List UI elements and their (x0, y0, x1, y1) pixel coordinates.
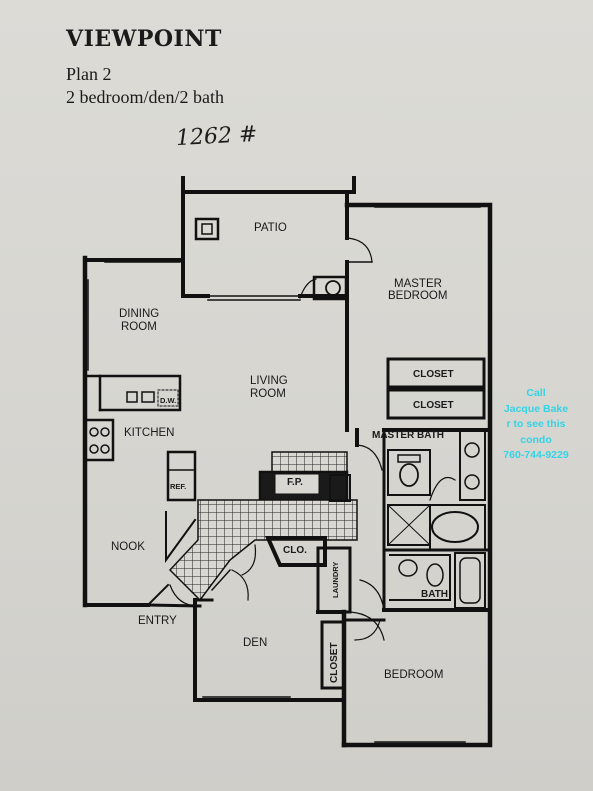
label-master-bath: MASTER BATH (372, 430, 444, 441)
refrigerator-box (166, 450, 197, 502)
note-line-3: r to see this (506, 418, 566, 430)
label-bedroom: BEDROOM (384, 669, 443, 681)
vanity-counter (459, 429, 486, 501)
stove-icon (126, 391, 138, 403)
note-phone: 760-744-9229 (503, 449, 569, 461)
plan-title: VIEWPOINT (66, 26, 222, 52)
burner-icon (89, 427, 99, 437)
label-master-1: MASTER (394, 278, 442, 290)
patio-wall (181, 176, 356, 194)
label-dining-1: DINING (119, 308, 159, 320)
plan-layout: 2 bedroom/den/2 bath (66, 87, 224, 107)
label-bedroom-closet: CLOSET (329, 642, 340, 683)
label-master-2: BEDROOM (388, 290, 447, 302)
label-ref: REF. (170, 482, 186, 491)
label-den: DEN (243, 637, 267, 649)
hearth-tile (271, 451, 348, 473)
note-line-2: Jacque Bake (503, 402, 569, 415)
bedroom-door (354, 619, 381, 641)
entry-tile (168, 499, 358, 602)
label-dining-2: ROOM (121, 321, 157, 333)
water-heater-icon (325, 280, 341, 296)
patio-post-icon (194, 217, 220, 241)
den-door (231, 569, 249, 601)
closet-box-1 (386, 357, 486, 389)
toilet-icon (399, 463, 419, 487)
label-closet-2: CLOSET (413, 400, 454, 411)
small-closet (264, 536, 327, 567)
sink-icon (464, 442, 480, 458)
label-kitchen: KITCHEN (124, 427, 174, 439)
plan-number: Plan 2 (66, 64, 112, 84)
master-bedroom-door (346, 237, 373, 263)
exterior-wall-east (341, 202, 493, 748)
label-lin: LIN. (332, 484, 346, 493)
note-line-4: condo (520, 433, 552, 446)
label-clo: CLO. (283, 545, 307, 556)
label-living-1: LIVING (250, 375, 288, 387)
label-fp: F.P. (287, 477, 303, 488)
label-patio: PATIO (254, 222, 287, 234)
kitchen-counter-top (98, 374, 182, 412)
label-living-2: ROOM (250, 388, 286, 400)
linen-closet (329, 474, 351, 502)
label-laundry: LAUNDRY (331, 562, 340, 598)
label-entry: ENTRY (138, 615, 177, 627)
closet-box-2 (386, 388, 486, 420)
contact-note: Call Jacque Bake r to see this condo 760… (494, 386, 578, 464)
label-dw: D.W. (160, 396, 176, 405)
label-closet-1: CLOSET (413, 369, 454, 380)
label-nook: NOOK (111, 541, 145, 553)
label-bath: BATH (421, 589, 448, 600)
note-line-1: Call (526, 387, 546, 399)
tub-icon (431, 511, 479, 543)
bath-toilet-icon (426, 563, 444, 587)
